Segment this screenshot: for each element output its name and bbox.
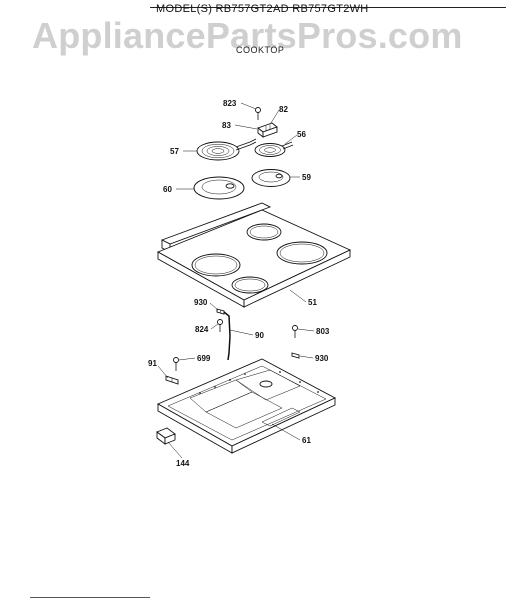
callout-144: 144 xyxy=(176,459,190,468)
part-82-83-receptacle[interactable] xyxy=(257,122,278,138)
callout-83: 83 xyxy=(222,121,231,130)
callout-82: 82 xyxy=(279,105,288,114)
model-numbers: MODEL(S) RB757GT2AD RB757GT2WH xyxy=(156,3,369,15)
part-51-cooktop[interactable] xyxy=(156,202,352,308)
part-60-large-drip-pan[interactable] xyxy=(193,176,245,200)
part-56-small-surface-element[interactable] xyxy=(254,141,294,157)
callout-90: 90 xyxy=(255,331,264,340)
callout-56: 56 xyxy=(297,130,306,139)
part-824-screw[interactable] xyxy=(217,319,223,333)
part-59-small-drip-pan[interactable] xyxy=(251,169,291,187)
footer-rule xyxy=(30,597,150,598)
header-rule xyxy=(150,7,506,8)
callout-60: 60 xyxy=(163,185,172,194)
part-61-burner-box[interactable] xyxy=(156,358,337,454)
part-90-rod[interactable] xyxy=(223,311,231,361)
part-930-bracket-left[interactable] xyxy=(216,308,225,315)
callout-59: 59 xyxy=(302,173,311,182)
callout-51: 51 xyxy=(308,298,317,307)
part-144-bracket[interactable] xyxy=(156,427,176,445)
part-91-clip[interactable] xyxy=(165,375,179,385)
callout-699: 699 xyxy=(197,354,211,363)
leader-lines xyxy=(157,102,315,459)
callout-57: 57 xyxy=(170,147,179,156)
callout-823: 823 xyxy=(223,99,237,108)
callout-91: 91 xyxy=(148,359,157,368)
part-699-screw[interactable] xyxy=(173,357,179,372)
section-title: COOKTOP xyxy=(236,45,285,55)
callout-930-left: 930 xyxy=(194,298,208,307)
callout-61: 61 xyxy=(302,436,311,445)
part-57-large-surface-element[interactable] xyxy=(196,138,257,161)
part-930-bracket-right[interactable] xyxy=(291,352,300,359)
callout-803: 803 xyxy=(316,327,330,336)
part-823-screw[interactable] xyxy=(255,107,261,121)
watermark-text: AppliancePartsPros.com xyxy=(32,15,463,56)
callout-824: 824 xyxy=(195,325,209,334)
callout-930-right: 930 xyxy=(315,354,329,363)
part-803-screw[interactable] xyxy=(292,325,298,339)
